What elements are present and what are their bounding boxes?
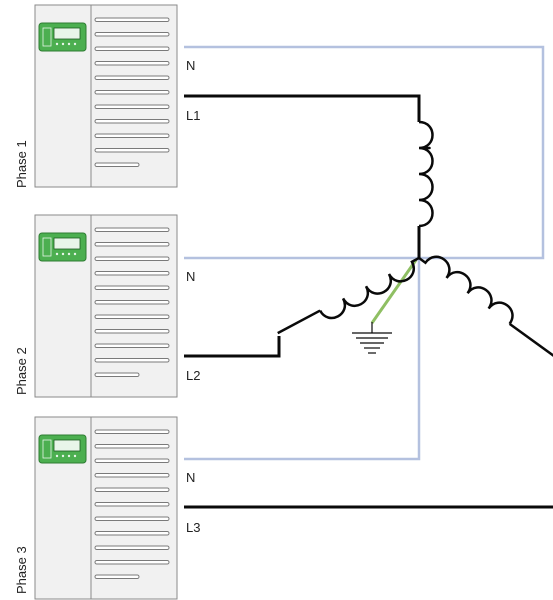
line-wire-l1: [184, 94, 421, 122]
vent-slot: [94, 162, 140, 167]
vent-slot: [94, 516, 170, 521]
vent-slot: [94, 242, 170, 247]
vent-slot: [94, 329, 170, 334]
vent-slot: [94, 285, 170, 290]
neutral-label-phase-3: N: [186, 470, 195, 485]
vent-slot: [94, 429, 170, 434]
winding-coil-l3: [418, 255, 553, 362]
vent-slot: [94, 271, 170, 276]
vent-slot: [94, 90, 170, 95]
vent-slot: [94, 119, 170, 124]
line-wire-l2: [184, 336, 281, 358]
inverter-cabinet: [34, 214, 178, 398]
inverter-cabinet: [34, 4, 178, 188]
vent-slot: [94, 560, 170, 565]
vent-slot: [94, 502, 170, 507]
phase-label-2: Phase 2: [14, 347, 29, 395]
winding-coil-l1: [418, 120, 434, 228]
ground-symbol-icon: [352, 322, 392, 354]
control-panel-icon: [38, 434, 87, 464]
vent-slot: [94, 104, 170, 109]
vent-slot: [94, 531, 170, 536]
vent-slot: [94, 46, 170, 51]
neutral-wire-phase-1: [184, 45, 545, 260]
vent-slot: [94, 300, 170, 305]
control-panel-icon: [38, 232, 87, 262]
line-label-phase-2: L2: [186, 368, 200, 383]
ground-wire: [370, 259, 418, 324]
vent-slot: [94, 314, 170, 319]
control-panel-icon: [38, 22, 87, 52]
neutral-label-phase-1: N: [186, 58, 195, 73]
vent-slot: [94, 75, 170, 80]
vent-slot: [94, 545, 170, 550]
phase-label-3: Phase 3: [14, 546, 29, 594]
vent-slot: [94, 358, 170, 363]
vent-slot: [94, 458, 170, 463]
vent-slot: [94, 574, 140, 579]
vent-slot: [94, 148, 170, 153]
vent-slot: [94, 343, 170, 348]
vent-slot: [94, 256, 170, 261]
line-label-phase-1: L1: [186, 108, 200, 123]
vent-slot: [94, 17, 170, 22]
inverter-cabinet: [34, 416, 178, 600]
vent-slot: [94, 372, 140, 377]
vent-slot: [94, 133, 170, 138]
vent-slot: [94, 473, 170, 478]
vent-slot: [94, 444, 170, 449]
neutral-wire-phase-3: [184, 258, 421, 461]
line-label-phase-3: L3: [186, 520, 200, 535]
vent-slot: [94, 61, 170, 66]
phase-label-1: Phase 1: [14, 140, 29, 188]
neutral-label-phase-2: N: [186, 269, 195, 284]
vent-slot: [94, 227, 170, 232]
vent-slot: [94, 32, 170, 37]
winding-coil-l2: [277, 256, 420, 335]
vent-slot: [94, 487, 170, 492]
